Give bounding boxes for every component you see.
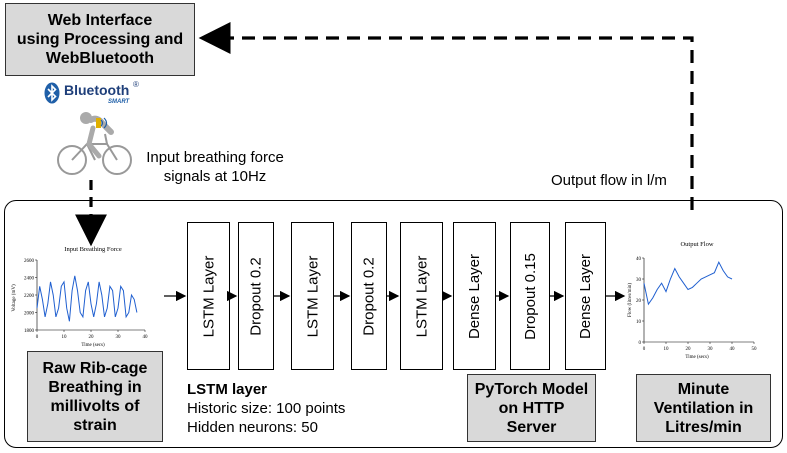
bluetooth-smart: SMART xyxy=(108,99,130,105)
web-interface-line1: Web Interface xyxy=(47,12,153,29)
pytorch-line2: on HTTP xyxy=(498,399,565,417)
bluetooth-brand: Bluetooth xyxy=(64,82,130,98)
output-chart-xlabel: Time (secs) xyxy=(685,355,709,360)
output-chart-x-tick-label: 0 xyxy=(643,347,646,352)
layer-lstm-1-label: LSTM Layer xyxy=(200,255,218,337)
input-chart-x-tick-label: 40 xyxy=(143,335,149,340)
input-chart-x-tick-label: 30 xyxy=(116,335,122,340)
output-chart-series-line xyxy=(643,261,733,306)
input-chart-xlabel: Time (secs) xyxy=(81,343,105,348)
output-chart-x-tick-label: 30 xyxy=(708,347,714,352)
layer-lstm-2: LSTM Layer xyxy=(291,222,334,370)
output-chart-x-tick-label: 50 xyxy=(752,347,758,352)
ventilation-line3: Litres/min xyxy=(665,418,742,436)
layer-lstm-1: LSTM Layer xyxy=(187,222,230,370)
raw-box-line4: strain xyxy=(73,416,117,434)
raw-box-line1: Raw Rib-cage xyxy=(42,359,148,377)
output-chart-y-tick-label: 0 xyxy=(639,341,642,346)
layer-dropout-2-label: Dropout 0.2 xyxy=(360,256,378,336)
input-chart-y-tick-label: 2600 xyxy=(24,259,35,264)
raw-breathing-box: Raw Rib-cage Breathing in millivolts of … xyxy=(27,351,163,442)
lstm-info-line2: Hidden neurons: 50 xyxy=(187,419,318,436)
pytorch-box: PyTorch Model on HTTP Server xyxy=(467,374,596,442)
pytorch-line1: PyTorch Model xyxy=(474,380,589,398)
lstm-info: LSTM layer Historic size: 100 points Hid… xyxy=(187,380,345,437)
output-chart-axes xyxy=(643,258,754,343)
output-chart-y-tick-label: 40 xyxy=(636,257,642,262)
layer-dense-2: Dense Layer xyxy=(565,222,606,370)
layer-dropout-2: Dropout 0.2 xyxy=(351,222,387,370)
pipeline-container xyxy=(4,200,783,448)
input-caption: Input breathing force signals at 10Hz xyxy=(130,148,300,186)
output-chart-x-tick-label: 20 xyxy=(686,347,692,352)
web-interface-line3: WebBluetooth xyxy=(45,50,155,67)
layer-lstm-3: LSTM Layer xyxy=(400,222,443,370)
input-chart-x-tick-label: 20 xyxy=(89,335,95,340)
input-chart-x-tick-label: 0 xyxy=(36,335,39,340)
bluetooth-logo: Bluetooth ® SMART xyxy=(44,80,144,108)
output-chart-y-tick-label: 10 xyxy=(636,320,642,325)
input-chart-ylabel: Voltage (mV) xyxy=(12,284,17,312)
output-chart-y-tick-label: 20 xyxy=(636,299,642,304)
output-chart-x-tick-label: 10 xyxy=(664,347,670,352)
ventilation-box: Minute Ventilation in Litres/min xyxy=(636,374,771,442)
cyclist-icon xyxy=(57,112,132,175)
output-chart-x-tick-label: 40 xyxy=(730,347,736,352)
input-chart-title: Input Breathing Force xyxy=(64,246,122,253)
ventilation-line1: Minute xyxy=(677,380,730,398)
lstm-info-line1: Historic size: 100 points xyxy=(187,400,346,417)
output-chart-y-tick-label: 30 xyxy=(636,278,642,283)
web-interface-box: Web Interface using Processing and WebBl… xyxy=(5,3,195,76)
layer-dense-2-label: Dense Layer xyxy=(577,253,594,339)
raw-box-line3: millivolts of xyxy=(50,397,140,415)
output-chart-title: Output Flow xyxy=(680,241,713,248)
output-flow-chart: Output Flow Flow (litres/min) Time (secs… xyxy=(628,241,758,360)
output-chart-ylabel: Flow (litres/min) xyxy=(628,283,633,317)
layer-dense-1-label: Dense Layer xyxy=(466,253,483,339)
layer-dropout-1: Dropout 0.2 xyxy=(238,222,274,370)
lstm-info-title: LSTM layer xyxy=(187,381,268,398)
input-caption-line2: signals at 10Hz xyxy=(163,168,267,185)
bluetooth-reg: ® xyxy=(133,80,139,89)
ventilation-line2: Ventilation in xyxy=(653,399,754,417)
input-breathing-chart: Input Breathing Force Voltage (mV) Time … xyxy=(12,246,149,348)
raw-box-line2: Breathing in xyxy=(48,378,142,396)
input-chart-x-tick-label: 10 xyxy=(62,335,68,340)
bluetooth-icon xyxy=(44,82,60,104)
input-chart-y-tick-label: 2400 xyxy=(24,276,35,281)
input-chart-y-tick-label: 2200 xyxy=(24,294,35,299)
input-chart-series-line xyxy=(36,275,138,322)
pytorch-line3: Server xyxy=(506,418,557,436)
input-chart-y-tick-label: 1800 xyxy=(24,329,35,334)
input-caption-line1: Input breathing force xyxy=(146,149,284,166)
layer-dropout-3-label: Dropout 0.15 xyxy=(521,252,539,340)
output-caption: Output flow in l/m xyxy=(551,172,667,189)
layer-lstm-2-label: LSTM Layer xyxy=(304,255,322,337)
input-chart-y-tick-label: 2000 xyxy=(24,311,35,316)
web-interface-line2: using Processing and xyxy=(16,31,184,48)
layer-dropout-1-label: Dropout 0.2 xyxy=(247,256,265,336)
layer-dropout-3: Dropout 0.15 xyxy=(510,222,550,370)
layer-lstm-3-label: LSTM Layer xyxy=(413,255,431,337)
layer-dense-1: Dense Layer xyxy=(453,222,496,370)
